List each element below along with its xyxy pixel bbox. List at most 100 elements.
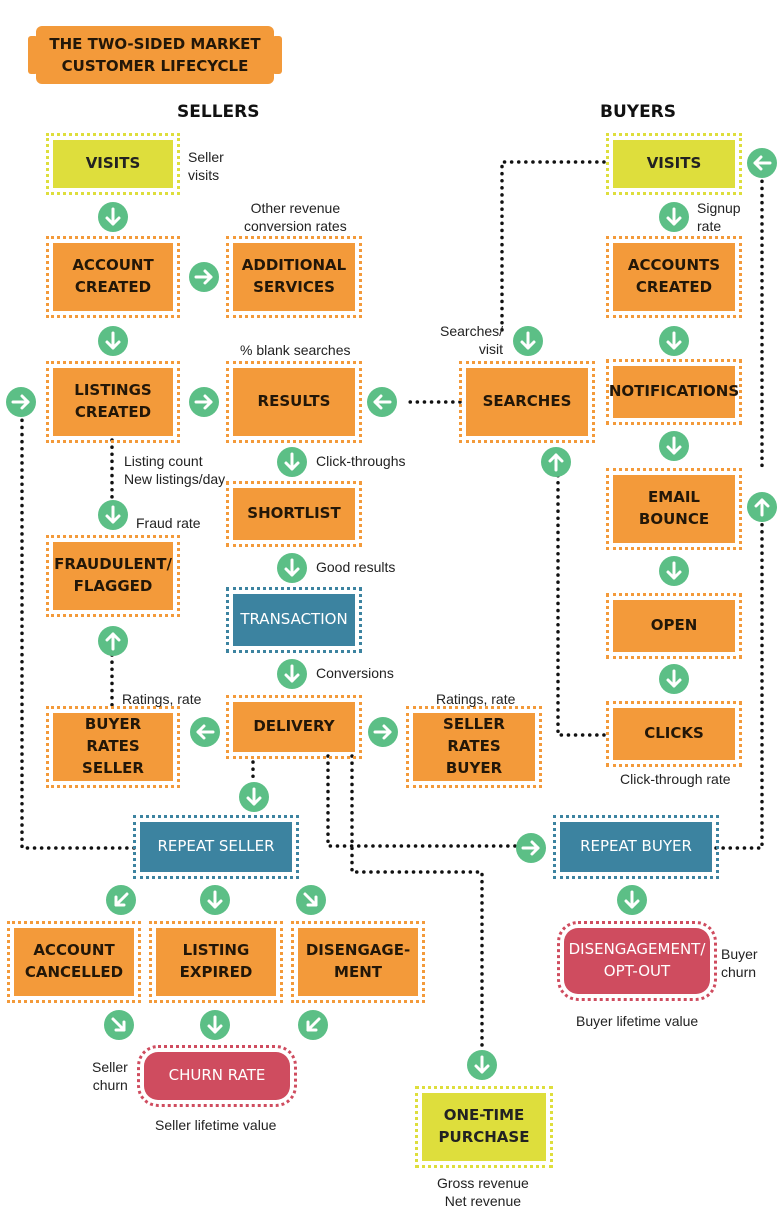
email-bounce-box: EMAIL BOUNCE <box>606 468 742 550</box>
arrow-right-icon <box>6 387 36 417</box>
churn-rate-box: CHURN RATE <box>137 1045 297 1107</box>
click-throughs-note: Click-throughs <box>316 453 406 469</box>
clicks-box: CLICKS <box>606 701 742 767</box>
seller-rates-buyer-line-2: BUYER <box>445 758 503 777</box>
arrow-down-icon <box>659 556 689 586</box>
seller-churn-note-line-1: Seller <box>92 1059 128 1075</box>
email-bounce-line-2: BOUNCE <box>638 510 710 528</box>
signup-rate-note-line-1: Signup <box>697 200 741 216</box>
arrow-down-right-icon <box>104 1010 134 1040</box>
arrow-down-left-icon <box>106 885 136 915</box>
arrow-left-icon <box>747 148 777 178</box>
click-through-rate-note: Click-through rate <box>620 771 731 787</box>
results-box: RESULTS <box>226 361 362 443</box>
open-box: OPEN <box>606 593 742 659</box>
connector-delivery-to-repeatbuyer <box>326 754 518 848</box>
buyer-churn-note: Buyer churn <box>721 945 758 981</box>
arrow-down-icon <box>277 659 307 689</box>
title-line-2: CUSTOMER LIFECYCLE <box>61 57 249 75</box>
buyer-lifetime-note: Buyer lifetime value <box>576 1013 699 1029</box>
shortlist-label: SHORTLIST <box>247 504 341 523</box>
connector-repeatseller-loop <box>20 418 136 850</box>
account-created-box: ACCOUNT CREATED <box>46 236 180 318</box>
searches-visit-note-line-1: Searches/ <box>440 323 504 339</box>
sellers-heading: SELLERS <box>177 102 260 122</box>
arrow-right-icon <box>516 833 546 863</box>
signup-rate-note: Signup rate <box>697 199 741 235</box>
churn-rate-label: CHURN RATE <box>168 1066 266 1085</box>
delivery-box: DELIVERY <box>226 695 362 759</box>
searches-visit-note: Searches/visit <box>440 322 503 358</box>
seller-visits-box: VISITS <box>46 133 180 195</box>
arrow-down-icon <box>200 885 230 915</box>
arrow-down-icon <box>659 431 689 461</box>
arrow-down-icon <box>98 202 128 232</box>
other-revenue-note: Other revenue conversion rates <box>244 199 347 235</box>
repeat-buyer-label: REPEAT BUYER <box>580 837 692 856</box>
arrow-down-icon <box>659 664 689 694</box>
revenue-note-line-1: Gross revenue <box>437 1175 529 1191</box>
fraudulent-flagged-box: FRAUDULENT/FLAGGED <box>46 535 180 617</box>
one-time-purchase-line-1: ONE-TIME <box>443 1106 525 1125</box>
disengagement-line-2: MENT <box>334 963 382 981</box>
account-created-line-2: CREATED <box>74 278 152 296</box>
seller-visits-label: VISITS <box>85 154 141 173</box>
notifications-box: NOTIFICATIONS <box>606 359 742 425</box>
blank-searches-note: % blank searches <box>240 342 351 358</box>
searches-label: SEARCHES <box>482 392 572 411</box>
listings-created-line-1: LISTINGS <box>74 381 152 400</box>
searches-visit-note-line-2: visit <box>478 341 504 358</box>
arrow-down-icon <box>277 553 307 583</box>
repeat-buyer-box: REPEAT BUYER <box>553 815 719 879</box>
fraud-rate-note: Fraud rate <box>136 515 201 531</box>
buyer-visits-label: VISITS <box>646 154 702 173</box>
listings-created-line-2: CREATED <box>74 403 152 421</box>
signup-rate-note-line-2: rate <box>697 218 722 235</box>
listing-expired-line-1: LISTING <box>182 941 250 960</box>
results-label: RESULTS <box>257 392 331 411</box>
arrow-down-icon <box>98 326 128 356</box>
disengagement-optout-line-2: OPT-OUT <box>603 962 671 980</box>
seller-visits-note-line-2: visits <box>188 167 220 184</box>
arrow-down-icon <box>659 326 689 356</box>
arrow-right-icon <box>368 717 398 747</box>
account-cancelled-line-2: CANCELLED <box>24 963 124 981</box>
arrow-down-icon <box>513 326 543 356</box>
email-bounce-line-1: EMAIL <box>648 488 700 507</box>
listing-expired-line-2: EXPIRED <box>179 963 253 981</box>
arrow-right-icon <box>189 387 219 417</box>
connector-visits-to-searches <box>500 160 606 332</box>
fraudulent-line-1: FRAUDULENT/ <box>54 555 172 574</box>
arrow-down-icon <box>467 1050 497 1080</box>
buyer-churn-note-line-1: Buyer <box>721 946 758 962</box>
open-label: OPEN <box>650 616 698 635</box>
listing-count-note-line-1: Listing count <box>124 453 203 469</box>
repeat-seller-label: REPEAT SELLER <box>157 837 275 856</box>
accounts-created-line-2: CREATED <box>635 278 713 296</box>
disengagement-box: DISENGAGE- MENT <box>291 921 425 1003</box>
arrow-up-icon <box>98 626 128 656</box>
other-revenue-note-line-1: Other revenue <box>250 200 341 216</box>
disengagement-optout-line-1: DISENGAGEMENT/ <box>568 940 706 959</box>
listing-expired-box: LISTING EXPIRED <box>149 921 283 1003</box>
arrow-down-icon <box>239 782 269 812</box>
transaction-box: TRANSACTION <box>226 587 362 653</box>
additional-services-line-1: ADDITIONAL <box>241 256 347 275</box>
buyer-churn-note-line-2: churn <box>721 964 757 981</box>
arrow-down-icon <box>98 500 128 530</box>
other-revenue-note-line-2: conversion rates <box>244 218 347 235</box>
account-cancelled-line-1: ACCOUNT <box>33 941 115 960</box>
disengagement-optout-box: DISENGAGEMENT/OPT-OUT <box>557 921 717 1001</box>
account-created-line-1: ACCOUNT <box>72 256 154 275</box>
arrow-down-icon <box>617 885 647 915</box>
disengagement-line-1: DISENGAGE- <box>305 941 411 960</box>
searches-box: SEARCHES <box>459 361 595 443</box>
connector-delivery-to-onetime <box>350 754 484 1050</box>
